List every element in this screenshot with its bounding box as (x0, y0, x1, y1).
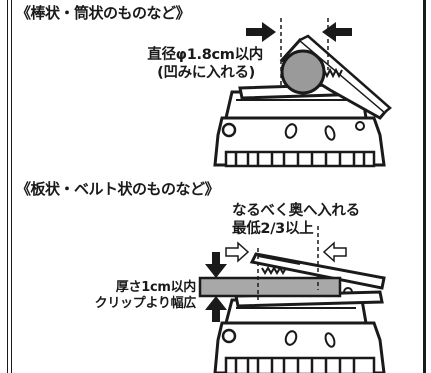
rod-size-line1: 直径φ1.8cm以内 (147, 47, 263, 63)
plate-size-line1: 厚さ1cm以内 (115, 280, 197, 295)
left-border-rule (7, 0, 12, 373)
heading-plate: 《板状・ベルト状のものなど》 (16, 180, 220, 198)
heading-rod: 《棒状・筒状のものなど》 (16, 4, 191, 22)
rod-size-line2: (凹みに入れる) (157, 65, 255, 81)
plate-size-line2: クリップより幅広 (94, 296, 197, 311)
plate-insert-line1: なるべく奥へ入れる (232, 203, 360, 219)
right-border-rule (423, 0, 426, 373)
plate-insert-line2: 最低2/3以上 (232, 221, 314, 237)
